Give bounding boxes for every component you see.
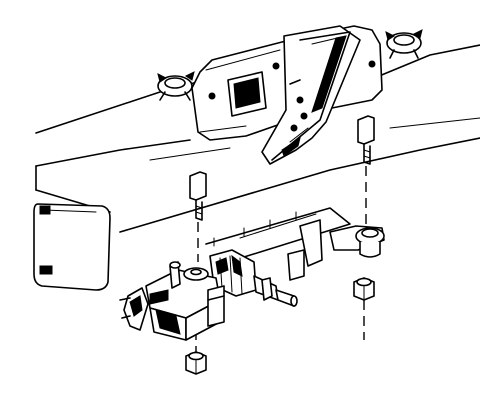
steering-gear-mount-bracket bbox=[191, 25, 383, 165]
nut-right bbox=[353, 277, 375, 301]
left-mount-clip bbox=[157, 71, 195, 101]
bolt-right bbox=[357, 115, 375, 165]
bolt-left bbox=[189, 171, 207, 221]
right-mount-clip bbox=[385, 29, 423, 59]
nut-left bbox=[185, 351, 207, 375]
steering-gear-rack-assembly bbox=[119, 207, 385, 341]
